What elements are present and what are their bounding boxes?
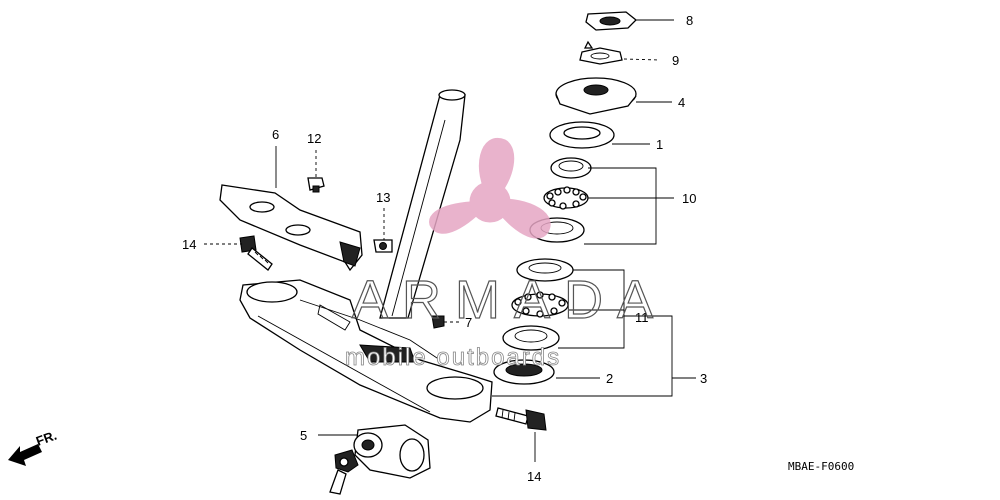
- bolt-12: [307, 177, 325, 193]
- ignition-switch: [329, 424, 431, 495]
- lower-ball-bearing: [511, 291, 569, 318]
- adjusting-nut-4: [555, 77, 637, 115]
- lower-bearing-cone: [502, 325, 560, 351]
- callout-11: 11: [635, 310, 649, 325]
- callout-13: 13: [376, 190, 390, 205]
- dust-seal-2: [493, 359, 555, 385]
- upper-ball-bearing: [543, 186, 589, 210]
- callout-12: 12: [307, 131, 321, 146]
- watermark-tagline: mobile outboards: [345, 344, 561, 371]
- callout-14-left: 14: [182, 237, 196, 252]
- callout-8: 8: [686, 13, 693, 28]
- lock-washer-9: [579, 40, 623, 65]
- dust-seal-1: [549, 121, 615, 149]
- front-marker-label: FR.: [34, 428, 59, 449]
- watermark-logo: [429, 137, 551, 239]
- watermark-brand: ARMADA: [352, 270, 667, 330]
- callout-14-bottom: 14: [527, 469, 541, 484]
- steering-stem-assembly: [239, 89, 493, 423]
- hex-bolt-left: [239, 235, 273, 271]
- front-arrow-icon: [8, 444, 42, 466]
- leader-lines: [204, 19, 696, 462]
- callout-4: 4: [678, 95, 685, 110]
- steering-plate: [219, 184, 363, 272]
- callout-3: 3: [700, 371, 707, 386]
- callout-1: 1: [656, 137, 663, 152]
- hex-bolt-bottom: [495, 407, 547, 431]
- callout-10: 10: [682, 191, 696, 206]
- callout-6: 6: [272, 127, 279, 142]
- lock-nut-8: [585, 11, 637, 31]
- callout-7: 7: [465, 315, 472, 330]
- callout-5: 5: [300, 428, 307, 443]
- screw-7: [431, 315, 445, 329]
- callout-9: 9: [672, 53, 679, 68]
- callout-2: 2: [606, 371, 613, 386]
- lower-bearing-race: [516, 258, 574, 282]
- bolt-13: [373, 239, 393, 253]
- upper-bearing-race: [550, 157, 592, 179]
- diagram-code: MBAE-F0600: [788, 460, 854, 473]
